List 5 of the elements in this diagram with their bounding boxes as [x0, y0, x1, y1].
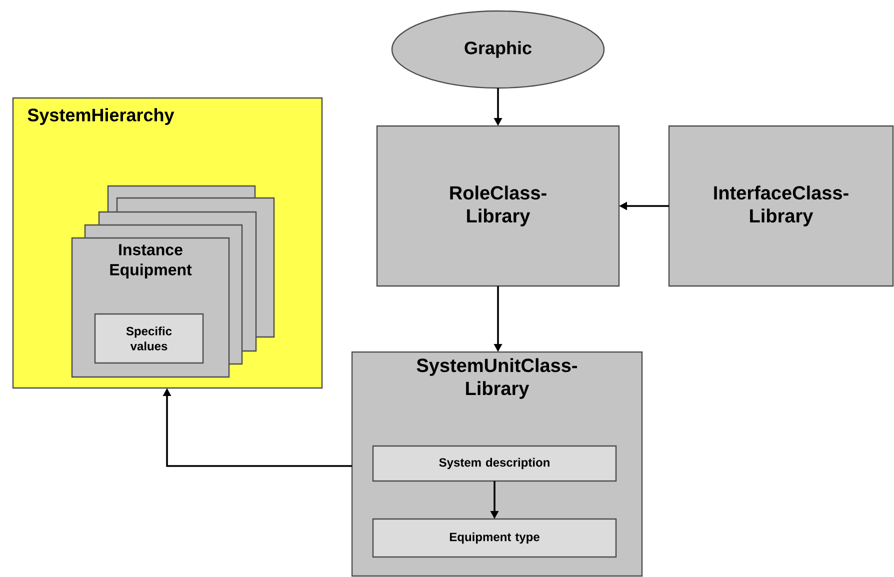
value-box: System description	[372, 445, 617, 482]
value-box: Equipment type	[372, 518, 617, 558]
library-box: RoleClass- Library	[376, 125, 620, 287]
value-box: Specific values	[94, 313, 204, 364]
library-box: InterfaceClass- Library	[668, 125, 894, 287]
